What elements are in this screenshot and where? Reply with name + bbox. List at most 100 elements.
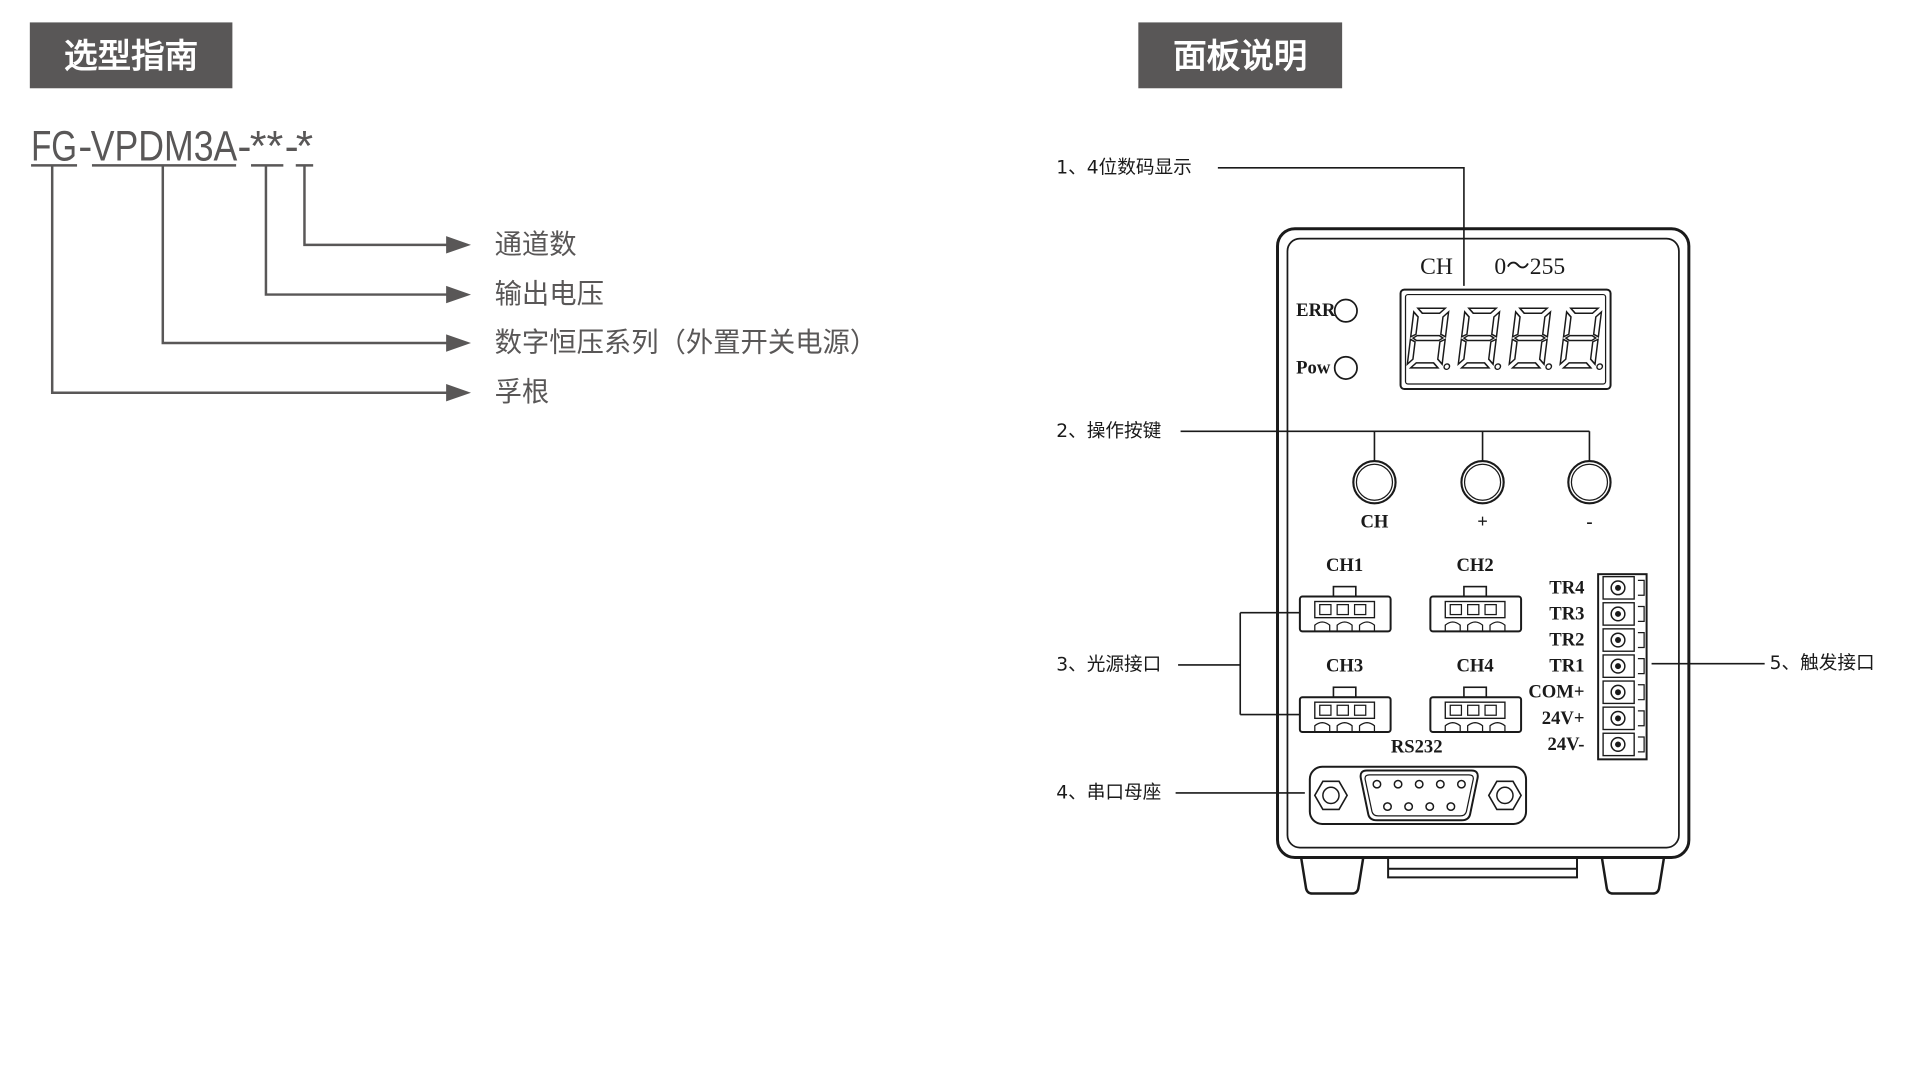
callout-label: 5、触发接口: [1770, 653, 1875, 674]
connector-body: [1429, 595, 1523, 633]
terminal-24v-minus: 24V-: [1548, 732, 1645, 757]
model-code-brand: FG: [31, 122, 77, 169]
terminal-label: TR4: [1549, 577, 1584, 598]
selection-guide-section: 选型指南 FG - VPDM3A - ** - * 通道数 输出电压 数字恒压系…: [29, 22, 877, 408]
callout-line: [1180, 430, 1591, 462]
screw-head: [1615, 584, 1622, 591]
light-port-ch3: CH3: [1298, 656, 1392, 733]
callout-label: 4、串口母座: [1056, 782, 1161, 803]
screw-icon: [1610, 710, 1626, 726]
digit-segment: [1487, 338, 1498, 366]
terminal-24v-plus: 24V+: [1542, 706, 1645, 731]
connector-latch: [1332, 585, 1357, 598]
connector-feet: [1444, 722, 1506, 732]
d-sub-pin: [1372, 779, 1382, 789]
screw-icon: [1610, 632, 1626, 648]
terminal-label: TR3: [1549, 603, 1584, 624]
connector-socket: [1444, 701, 1506, 720]
device-case-inner: [1286, 237, 1680, 849]
legend-brand: 孚根: [495, 377, 550, 408]
panel-guide-header: 面板说明: [1138, 22, 1343, 89]
led-icon: [1333, 355, 1358, 380]
key-label: -: [1586, 511, 1592, 532]
model-code-leaders: 通道数 输出电压 数字恒压系列（外置开关电源） 孚根: [50, 165, 877, 408]
digit-segment: [1559, 338, 1569, 366]
callout-label: 3、光源接口: [1056, 654, 1161, 675]
digit-decimal-point: [1545, 363, 1553, 371]
serial-port-label: RS232: [1391, 736, 1443, 757]
screw-head: [1615, 689, 1622, 696]
header-title: 面板说明: [1173, 36, 1307, 75]
digit-segment: [1511, 310, 1521, 339]
callout-line: [1178, 611, 1300, 716]
screw-icon: [1610, 736, 1626, 753]
d-sub-pin: [1404, 802, 1414, 812]
screw-head: [1615, 637, 1622, 644]
connector-pin: [1336, 604, 1349, 616]
terminal-label: COM+: [1528, 682, 1584, 703]
screw-head: [1615, 715, 1622, 722]
light-port-ch4: CH4: [1429, 656, 1523, 733]
digit-segment: [1538, 338, 1548, 366]
digit-segment: [1562, 310, 1572, 339]
connector-socket: [1444, 600, 1506, 619]
digit-segment: [1518, 307, 1550, 314]
seven-segment-display: [1406, 307, 1604, 371]
digit-segment: [1467, 307, 1499, 314]
digit-segment: [1569, 307, 1601, 314]
connector-latch: [1463, 585, 1488, 598]
key-outer-ring: [1352, 460, 1397, 505]
indicator-power: Pow: [1296, 355, 1358, 380]
connector-body: [1429, 696, 1523, 733]
header-title: 选型指南: [64, 36, 198, 75]
terminal-label: TR2: [1549, 630, 1584, 651]
d-sub-pin: [1383, 802, 1392, 812]
screw-head: [1615, 610, 1622, 617]
digit-segment: [1440, 310, 1450, 339]
key-label: +: [1477, 511, 1488, 532]
d-sub-shell-inner: [1364, 774, 1474, 817]
model-code-dash: -: [237, 122, 251, 169]
key-inner-ring: [1355, 463, 1394, 501]
indicator-label: Pow: [1296, 357, 1331, 378]
legend-voltage: 输出电压: [495, 279, 604, 310]
leader-line-voltage: [264, 165, 450, 296]
device-foot-left: [1299, 856, 1365, 895]
connector-pin: [1353, 604, 1367, 616]
light-port-ch1: CH1: [1298, 555, 1392, 633]
terminal-notch: [1637, 710, 1645, 727]
connector-feet: [1444, 621, 1506, 632]
key-inner-ring: [1463, 463, 1502, 501]
connector-pin: [1467, 604, 1480, 616]
legend-channels: 通道数: [495, 229, 577, 260]
digit-segment: [1411, 334, 1445, 342]
screw-icon: [1610, 606, 1626, 622]
digit-segment: [1459, 362, 1491, 369]
device-foot-right: [1600, 856, 1666, 895]
d-sub-pins: [1372, 779, 1466, 812]
digit-segment: [1409, 310, 1419, 339]
terminal-tr4: TR4: [1549, 575, 1645, 600]
terminal-tr3: TR3: [1549, 602, 1645, 626]
digit-segment: [1416, 307, 1448, 314]
digit-segment: [1592, 310, 1603, 339]
connector-pin: [1319, 604, 1332, 616]
connector-pin: [1484, 604, 1497, 616]
screw-head: [1615, 741, 1622, 748]
header-box: [1138, 22, 1343, 89]
digit-segment: [1460, 310, 1470, 339]
device-case-outer: [1276, 227, 1691, 860]
terminal-notch: [1637, 736, 1645, 753]
port-label: CH4: [1456, 656, 1493, 677]
terminal-cell: [1602, 628, 1635, 652]
digit-segment: [1513, 334, 1547, 342]
terminal-block-housing: [1597, 573, 1648, 761]
screw-icon: [1610, 658, 1626, 674]
digit-segment: [1508, 338, 1518, 366]
callout-serial-port: 4、串口母座: [1056, 782, 1305, 803]
d-sub-pin: [1393, 779, 1403, 789]
indicator-err: ERR: [1296, 298, 1358, 323]
callout-trigger-port: 5、触发接口: [1651, 653, 1875, 674]
